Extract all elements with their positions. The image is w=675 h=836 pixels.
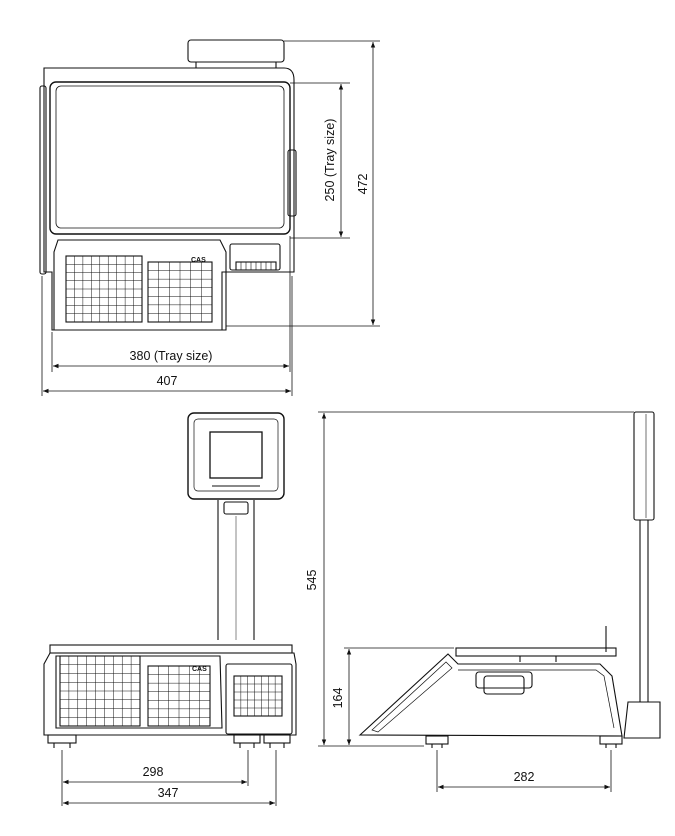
display-head-side [633, 411, 655, 521]
tray-width-label: 380 (Tray size) [130, 349, 213, 363]
body-side [358, 653, 623, 737]
display-head-top [187, 39, 285, 63]
foot-front-3 [263, 734, 291, 744]
printer-front [225, 663, 293, 735]
foot-side-1 [425, 735, 449, 745]
overall-width-label: 407 [157, 374, 178, 388]
top-view [39, 39, 297, 331]
tray-top [49, 81, 291, 235]
front-foot-spacing-label: 298 [143, 765, 164, 779]
side-view [358, 411, 661, 748]
pole-side [639, 520, 649, 702]
foot-front-1 [47, 734, 77, 744]
front-overall-width-label: 347 [158, 786, 179, 800]
front-view-dimensions [61, 750, 277, 806]
brand-logo-top: CAS [191, 257, 206, 264]
tray-depth-label: 250 (Tray size) [323, 119, 337, 202]
platter-front [49, 644, 293, 654]
height-label: 545 [305, 570, 319, 591]
side-view-dimensions [318, 411, 634, 792]
foot-front-2 [233, 734, 261, 744]
pole-front [217, 500, 255, 640]
side-foot-spacing-label: 282 [514, 770, 535, 784]
top-view-dimensions [41, 40, 380, 396]
display-screen [209, 431, 263, 479]
handle-side [475, 671, 533, 689]
brand-logo-front: CAS [192, 666, 207, 673]
display-head-front [187, 412, 285, 500]
overall-depth-label: 472 [356, 174, 370, 195]
base-height-label: 164 [331, 688, 345, 709]
body-outline-top [43, 67, 295, 331]
body-front [43, 652, 297, 736]
front-view [43, 412, 297, 748]
platter-side [455, 647, 617, 657]
foot-side-2 [599, 735, 623, 745]
